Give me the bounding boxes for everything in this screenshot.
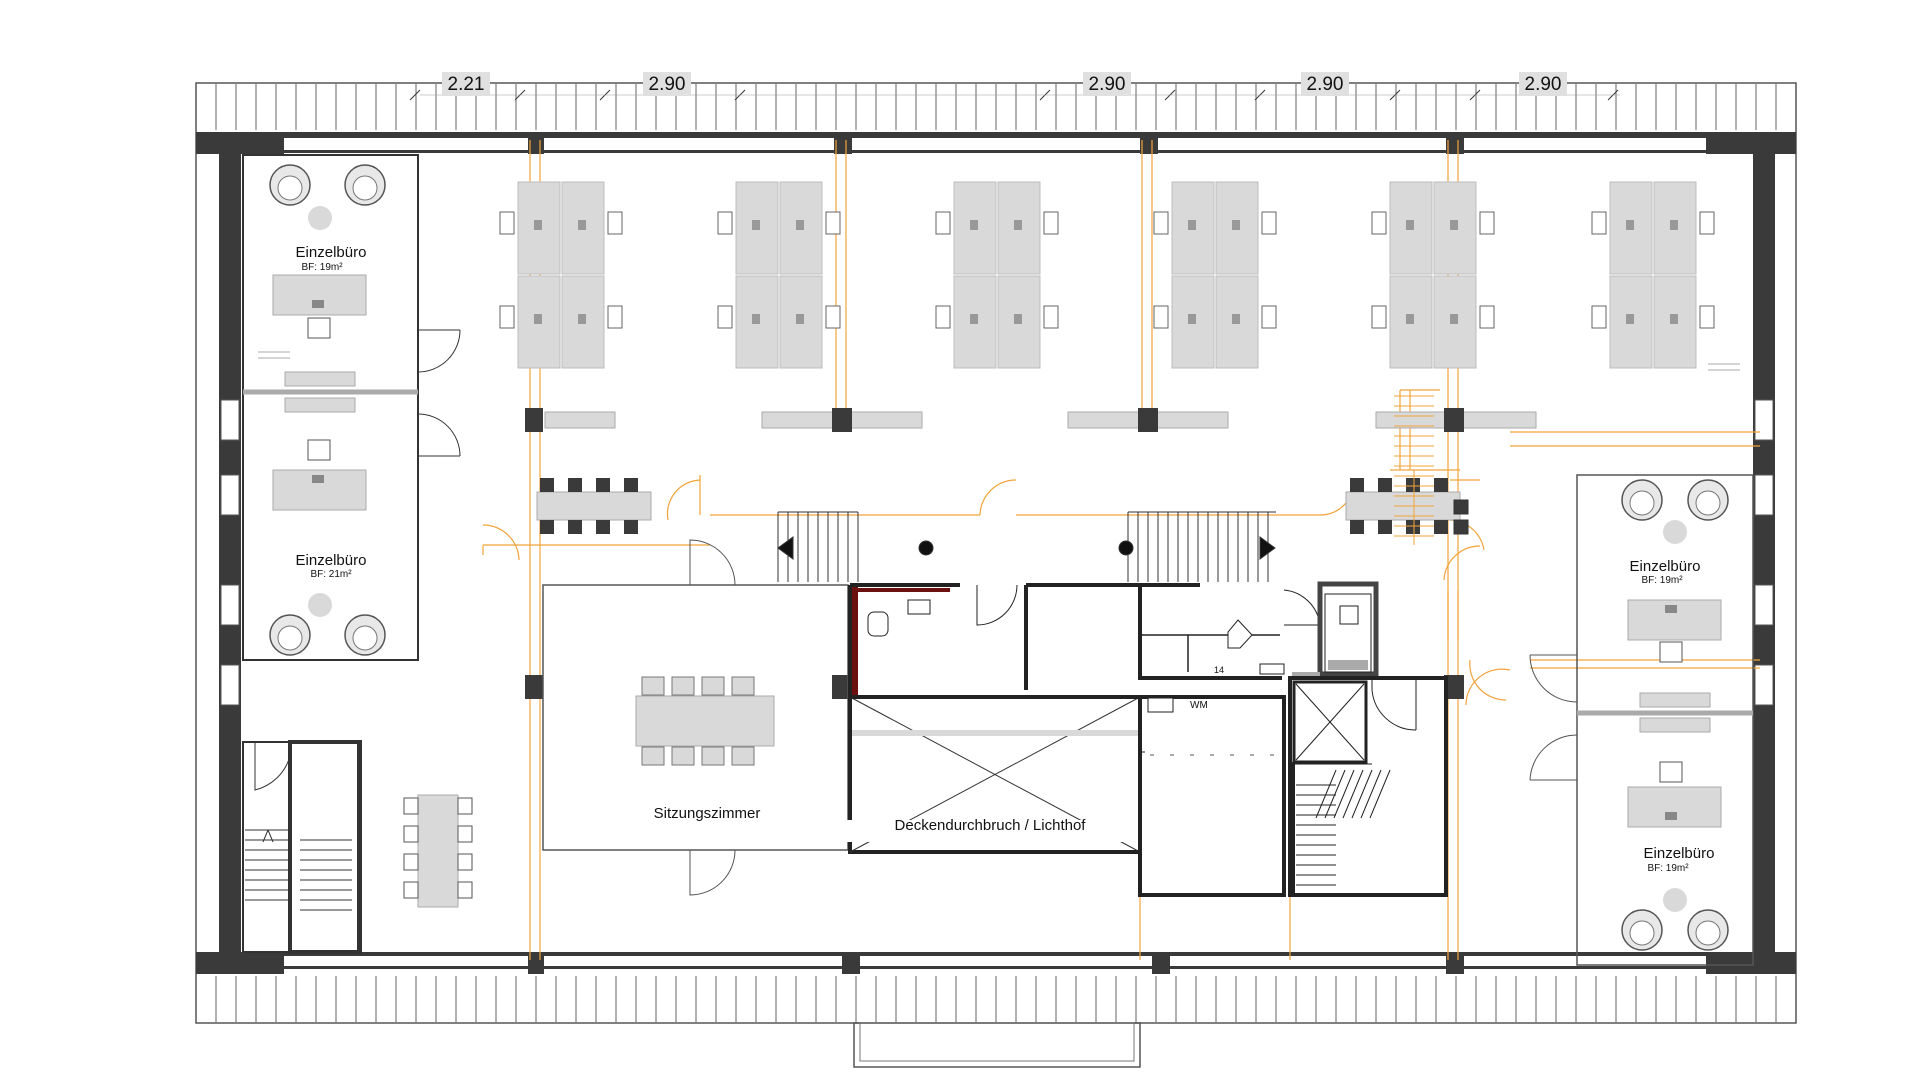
dimension-label: 2.90 (1089, 74, 1126, 95)
room-area: BF: 21m² (310, 569, 352, 580)
room-name: Einzelbüro (1630, 558, 1701, 575)
office-partitions-west (242, 154, 461, 661)
atrium: Deckendurchbruch / Lichthof (829, 695, 1151, 854)
stair-north-east (1394, 395, 1434, 545)
room-name: Einzelbüro (296, 244, 367, 261)
room-name: Sitzungszimmer (654, 805, 761, 822)
room-name: Deckendurchbruch / Lichthof (895, 817, 1087, 834)
central-stairs (777, 511, 1276, 582)
office-e-1: Einzelbüro BF: 19m² (1621, 479, 1729, 733)
exterior-walls (196, 132, 1796, 974)
dimension-label: 2.90 (1525, 74, 1562, 95)
annotation-tag: 14 (1214, 665, 1224, 675)
washing-machine-label: WM (1190, 700, 1208, 711)
service-core (848, 581, 1379, 897)
corridor-table-north-west (536, 478, 652, 534)
desk-clusters (499, 181, 1715, 369)
facade-hatch-bottom (215, 976, 1777, 1022)
room-name: Einzelbüro (296, 552, 367, 569)
room-name: Einzelbüro (1644, 845, 1715, 862)
elevator-east-stair (1288, 676, 1448, 897)
stair-west (242, 740, 362, 954)
office-e-2: Einzelbüro BF: 19m² (1621, 761, 1729, 951)
dimension-label: 2.90 (649, 74, 686, 95)
office-nw-1: Einzelbüro BF: 19m² (269, 164, 386, 413)
dimension-label: 2.21 (448, 74, 485, 95)
office-partitions-east (1529, 474, 1754, 966)
room-area: BF: 19m² (1641, 575, 1683, 586)
dimension-label: 2.90 (1307, 74, 1344, 95)
meeting-room: Sitzungszimmer (542, 539, 849, 896)
office-nw-2: Einzelbüro BF: 21m² (269, 439, 386, 656)
dimension-chain: 2.21 2.90 2.90 2.90 2.90 (409, 72, 1620, 101)
room-area: BF: 19m² (301, 262, 343, 273)
room-area: BF: 19m² (1647, 863, 1689, 874)
corridor-table-west (403, 794, 473, 908)
facade-hatch-top (215, 84, 1777, 130)
